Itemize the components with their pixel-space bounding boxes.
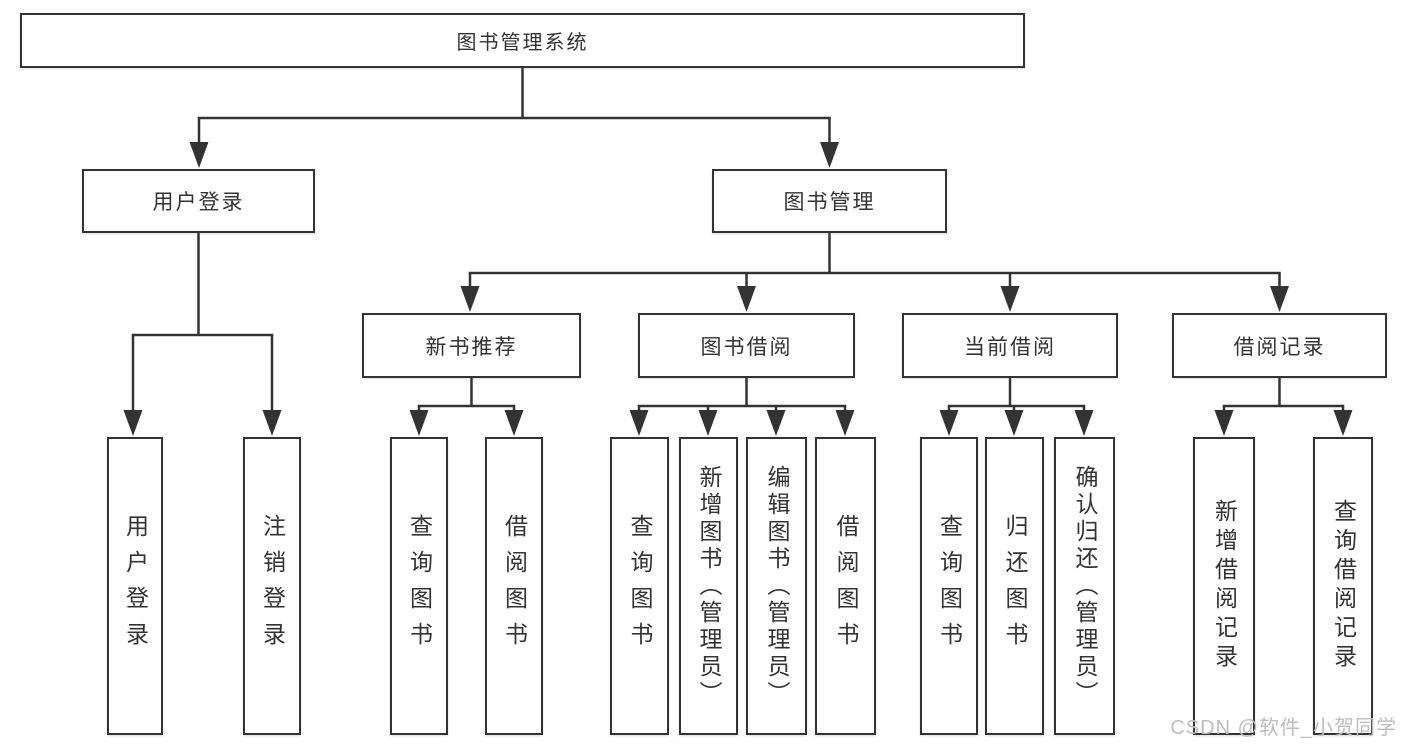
node-label: 图书管理	[783, 191, 876, 214]
leaf-query-borrow-record: 查询借阅记录	[1313, 437, 1373, 735]
leaf-borrow-books-recommend: 借阅图书	[485, 437, 543, 735]
arrowhead	[939, 410, 959, 436]
node-label: 借阅记录	[1233, 335, 1326, 359]
node-book-management: 图书管理	[712, 169, 947, 233]
leaf-query-books-borrow: 查询图书	[610, 437, 669, 735]
arrowhead	[1214, 410, 1234, 436]
node-label: 用户登录	[152, 191, 245, 214]
node-label: 确认归还（管理员）	[1072, 464, 1098, 708]
node-label: 新增借阅记录	[1211, 499, 1238, 673]
arrowhead	[629, 410, 649, 436]
leaf-return-books: 归还图书	[985, 437, 1044, 735]
node-book-borrowing: 图书借阅	[638, 313, 855, 378]
node-label: 查询图书	[406, 514, 433, 658]
arrowhead	[1000, 286, 1020, 312]
node-current-borrowing: 当前借阅	[902, 313, 1118, 378]
leaf-add-borrow-record: 新增借阅记录	[1193, 437, 1255, 735]
leaf-query-books-current: 查询图书	[920, 437, 978, 735]
watermark: CSDN @软件_小贺同学	[1170, 717, 1397, 739]
leaf-confirm-return-admin: 确认归还（管理员）	[1054, 437, 1115, 735]
arrowhead	[189, 142, 209, 168]
leaf-add-books-admin: 新增图书（管理员）	[679, 437, 738, 735]
node-label: 借阅图书	[833, 514, 859, 658]
arrowhead	[1004, 410, 1024, 436]
node-label: 编辑图书（管理员）	[764, 464, 790, 708]
node-label: 新增图书（管理员）	[696, 464, 722, 708]
node-label: 用户登录	[122, 514, 149, 658]
arrowhead	[504, 410, 524, 436]
arrowhead	[409, 410, 429, 436]
leaf-user-login: 用户登录	[107, 437, 163, 735]
node-root-system: 图书管理系统	[20, 13, 1025, 68]
arrowhead	[1270, 286, 1289, 312]
node-label: 查询图书	[936, 514, 963, 658]
arrowhead	[766, 410, 786, 436]
arrowhead	[262, 410, 282, 436]
arrowhead	[460, 286, 480, 312]
leaf-borrow-books: 借阅图书	[815, 437, 876, 735]
arrowhead	[698, 410, 718, 436]
leaf-edit-books-admin: 编辑图书（管理员）	[746, 437, 807, 735]
node-label: 图书借阅	[700, 335, 793, 359]
arrowhead	[820, 142, 839, 168]
node-label: 借阅图书	[501, 514, 528, 658]
node-label: 查询借阅记录	[1330, 499, 1357, 673]
node-label: 当前借阅	[964, 335, 1056, 359]
arrowhead	[1074, 410, 1094, 436]
arrowhead	[123, 410, 143, 436]
node-label: 图书管理系统	[456, 32, 589, 54]
node-label: 新书推荐	[425, 335, 518, 359]
node-new-book-recommend: 新书推荐	[362, 313, 581, 378]
node-label: 查询图书	[627, 514, 653, 658]
arrowhead	[1333, 410, 1353, 436]
node-borrowing-records: 借阅记录	[1172, 313, 1387, 378]
arrowhead	[835, 410, 855, 436]
node-user-login: 用户登录	[82, 169, 315, 233]
leaf-query-books-recommend: 查询图书	[390, 437, 448, 735]
leaf-logout: 注销登录	[243, 437, 301, 735]
arrowhead	[737, 286, 756, 312]
node-label: 归还图书	[1002, 514, 1028, 658]
node-label: 注销登录	[259, 514, 286, 658]
